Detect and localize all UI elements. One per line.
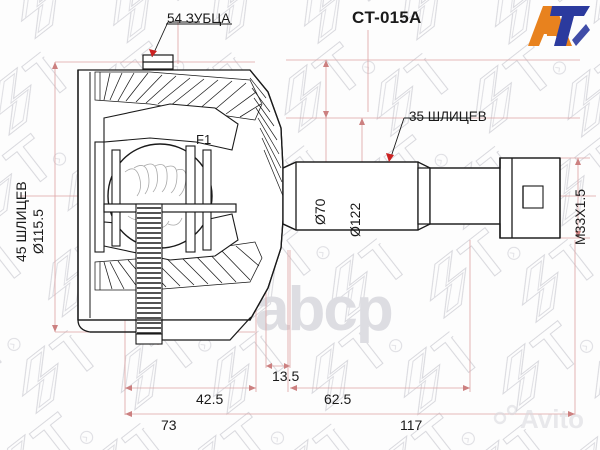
dimension-117: 117	[400, 417, 423, 433]
lower-boss	[135, 333, 163, 345]
housing-skirt	[77, 316, 251, 341]
cage-bars	[94, 141, 212, 253]
shaft-outline	[282, 157, 561, 239]
logo-letter-a-icon	[528, 6, 561, 46]
section-hatching-upper	[94, 71, 263, 121]
shaft-assembly	[282, 157, 561, 239]
interior-plate	[103, 203, 237, 213]
dimension-42-5: 42.5	[196, 391, 224, 407]
abs-tone-ring	[135, 203, 163, 341]
logo-letter-t-icon	[550, 6, 590, 46]
callout-arrowheads	[149, 49, 394, 162]
avito-watermark-text: Avito	[520, 404, 584, 434]
at-logo-group	[528, 6, 590, 46]
callout-feature-f1: F1	[196, 132, 212, 147]
dimension-arrowheads	[52, 60, 581, 417]
avito-watermark-group: Avito	[493, 404, 584, 434]
dimension-62-5: 62.5	[324, 391, 352, 407]
abcp-watermark-text: abcp	[255, 275, 392, 344]
part-number-label: CT-015A	[352, 8, 422, 27]
dimension-73: 73	[161, 417, 177, 433]
callout-teeth-count: 54 ЗУБЦА	[167, 11, 231, 26]
dimension-13-5: 13.5	[272, 368, 300, 384]
callout-inner-splines: 35 ШЛИЦЕВ	[409, 109, 487, 124]
